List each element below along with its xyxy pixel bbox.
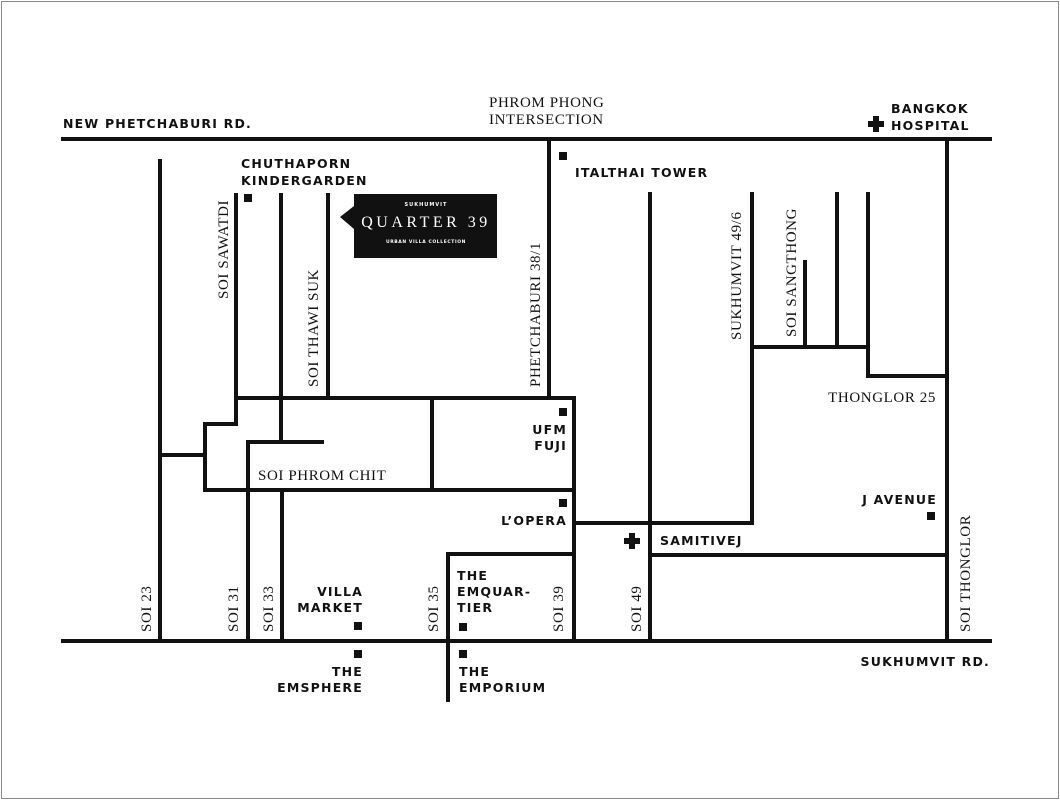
label-phetchaburi-38-1: PHETCHABURI 38/1 [528, 242, 544, 387]
marker-chuthaporn [244, 194, 252, 202]
label-new-phetchaburi: NEW PHETCHABURI RD. [63, 116, 252, 131]
logo-badge [340, 194, 497, 258]
marker-emquartier [459, 623, 467, 631]
label-lopera: L’OPERA [501, 513, 567, 528]
label-soi-thonglor: SOI THONGLOR [958, 515, 974, 632]
label-soi-33: SOI 33 [261, 585, 277, 632]
marker-emsphere [354, 650, 362, 658]
label-soi-sawatdi: SOI SAWATDI [216, 200, 232, 299]
label-emsphere: THE [332, 664, 363, 679]
logo-name: QUARTER 39 [361, 214, 491, 231]
label-sukhumvit: SUKHUMVIT RD. [861, 654, 990, 669]
label-soi-39: SOI 39 [551, 585, 567, 632]
landmark-labels: PHROM PHONG INTERSECTION BANGKOK HOSPITA… [241, 95, 970, 695]
marker-lopera [559, 499, 567, 507]
marker-italthai [559, 152, 567, 160]
label-emquartier: THE [457, 568, 488, 583]
road-soi-sawatdi [203, 193, 576, 492]
logo-quarter-39: SUKHUMVIT QUARTER 39 URBAN VILLA COLLECT… [340, 194, 497, 258]
label-emquartier-3: TIER [457, 600, 493, 615]
label-italthai: ITALTHAI TOWER [575, 165, 708, 180]
label-villa-market: VILLA [317, 584, 363, 599]
label-sukhumvit-49-6: SUKHUMVIT 49/6 [729, 211, 745, 340]
label-emsphere-2: EMSPHERE [277, 680, 363, 695]
road-soi-31 [246, 440, 324, 643]
road-thonglor-25 [866, 192, 949, 378]
hospital-cross-icon [624, 533, 640, 549]
label-phrom-phong-2: INTERSECTION [489, 112, 604, 128]
road-network [61, 137, 992, 702]
logo-sub: URBAN VILLA COLLECTION [386, 239, 466, 245]
label-samitivej: SAMITIVEJ [660, 533, 743, 548]
road-labels: NEW PHETCHABURI RD. SUKHUMVIT RD. SOI SA… [63, 116, 990, 669]
label-emporium: THE [459, 664, 490, 679]
marker-emporium [459, 650, 467, 658]
marker-j-avenue [927, 512, 935, 520]
label-chuthaporn-2: KINDERGARDEN [241, 173, 368, 188]
marker-ufm-fuji [559, 408, 567, 416]
label-chuthaporn: CHUTHAPORN [241, 156, 351, 171]
label-bangkok-hospital-2: HOSPITAL [891, 118, 970, 133]
road-soi-35 [446, 552, 576, 702]
label-soi-49: SOI 49 [629, 585, 645, 632]
label-soi-23: SOI 23 [139, 585, 155, 632]
marker-villa-market [354, 622, 362, 630]
label-bangkok-hospital: BANGKOK [891, 101, 969, 116]
label-j-avenue: J AVENUE [861, 492, 937, 507]
label-phrom-phong: PHROM PHONG [489, 95, 604, 111]
label-villa-market-2: MARKET [297, 600, 363, 615]
label-soi-31: SOI 31 [226, 585, 242, 632]
markers [244, 116, 935, 658]
label-soi-sangthong: SOI SANGTHONG [784, 208, 800, 337]
road-sukhumvit-49-6 [572, 192, 754, 525]
label-emporium-2: EMPORIUM [459, 680, 546, 695]
label-soi-35: SOI 35 [426, 585, 442, 632]
logo-top: SUKHUMVIT [405, 202, 448, 208]
label-soi-thawi-suk: SOI THAWI SUK [306, 269, 322, 387]
label-thonglor-25: THONGLOR 25 [828, 390, 936, 406]
label-soi-phrom-chit: SOI PHROM CHIT [258, 468, 386, 484]
label-ufm: UFM [532, 422, 567, 437]
label-ufm-2: FUJI [534, 438, 567, 453]
label-emquartier-2: EMQUAR- [457, 584, 531, 599]
hospital-cross-icon [868, 116, 884, 132]
